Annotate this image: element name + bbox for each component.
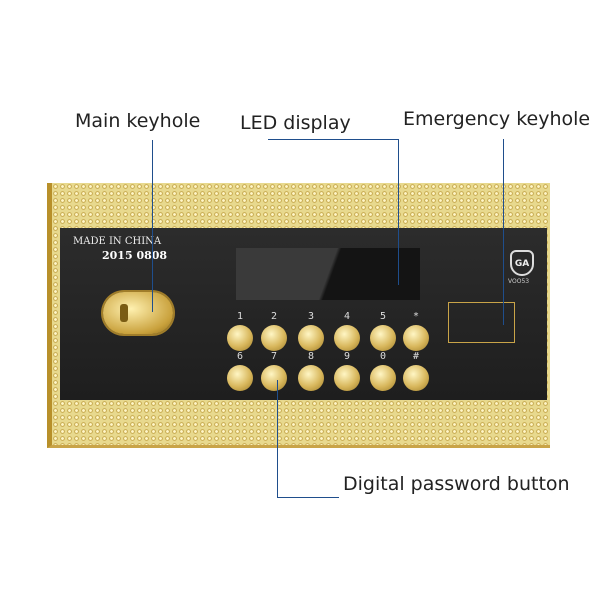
key-label: 3 <box>307 311 315 322</box>
label-main-keyhole: Main keyhole <box>75 110 201 132</box>
keypad-button[interactable] <box>227 325 253 351</box>
leader-line-main-keyhole <box>152 140 153 312</box>
key-label: 8 <box>307 351 315 362</box>
led-display <box>236 248 420 300</box>
keyhole-slot <box>120 304 128 322</box>
label-digital-password-button: Digital password button <box>343 473 570 495</box>
label-emergency-keyhole: Emergency keyhole <box>403 108 591 130</box>
key-label: 7 <box>270 351 278 362</box>
keypad-button[interactable] <box>334 365 360 391</box>
keypad-button[interactable] <box>261 325 287 351</box>
key-label: 5 <box>379 311 387 322</box>
keypad-button[interactable] <box>403 365 429 391</box>
keypad-button[interactable] <box>298 365 324 391</box>
key-label: # <box>412 351 420 362</box>
keypad-button[interactable] <box>370 365 396 391</box>
key-label: 2 <box>270 311 278 322</box>
keypad-button[interactable] <box>298 325 324 351</box>
key-label: 9 <box>343 351 351 362</box>
key-label: 1 <box>236 311 244 322</box>
keypad-button[interactable] <box>334 325 360 351</box>
key-label: * <box>412 311 420 322</box>
emergency-keyhole-cover[interactable] <box>448 302 515 343</box>
logo-code: VOO53 <box>508 278 530 285</box>
label-led-display: LED display <box>240 112 351 134</box>
key-label: 0 <box>379 351 387 362</box>
date-code: 2015 0808 <box>102 249 168 262</box>
leader-line-emergency <box>503 139 504 325</box>
ga-shield-logo: GA <box>510 250 534 276</box>
main-keyhole[interactable] <box>103 292 173 334</box>
leader-line-led-v <box>398 139 399 285</box>
key-label: 6 <box>236 351 244 362</box>
keypad-button[interactable] <box>370 325 396 351</box>
key-label: 4 <box>343 311 351 322</box>
keypad-button[interactable] <box>261 365 287 391</box>
keypad-button[interactable] <box>403 325 429 351</box>
leader-line-keypad-h <box>277 497 339 498</box>
leader-line-keypad-v <box>277 380 278 497</box>
keypad-button[interactable] <box>227 365 253 391</box>
leader-line-led-h <box>268 139 398 140</box>
made-in-label: MADE IN CHINA <box>73 236 162 247</box>
